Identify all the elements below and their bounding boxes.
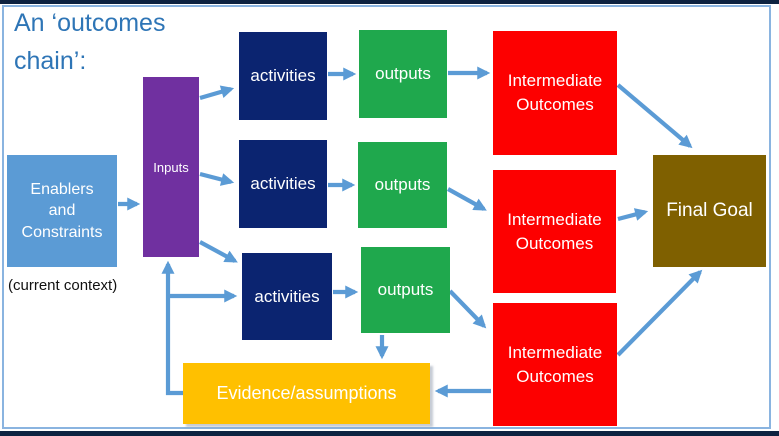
activities-box-1: activities <box>239 32 327 120</box>
enablers-constraints-label: Enablers and Constraints <box>21 180 103 241</box>
final-goal-label: Final Goal <box>666 200 753 221</box>
slide-title: An ‘outcomes chain’: <box>14 4 254 80</box>
final-goal-box: Final Goal <box>653 155 766 267</box>
title-line-2: chain’: <box>14 47 87 75</box>
intermediate-outcomes-box-2: Intermediate Outcomes <box>493 170 616 293</box>
activities-label-3: activities <box>254 286 320 306</box>
inputs-label: Inputs <box>153 159 189 175</box>
current-context-note: (current context) <box>8 277 118 294</box>
intermediate-outcomes-label-2: Intermediate Outcomes <box>507 209 602 253</box>
activities-label-2: activities <box>250 174 316 193</box>
activities-box-2: activities <box>239 140 327 228</box>
slide-border-frame <box>2 5 771 429</box>
bottom-edge-bar <box>0 431 779 436</box>
outputs-box-2: outputs <box>358 142 447 228</box>
outputs-label-1: outputs <box>375 64 431 83</box>
activities-box-3: activities <box>242 253 332 340</box>
intermediate-outcomes-box-3: Intermediate Outcomes <box>493 303 617 426</box>
outputs-box-1: outputs <box>359 30 447 118</box>
outputs-label-3: outputs <box>377 280 434 299</box>
evidence-assumptions-box: Evidence/assumptions <box>183 363 430 424</box>
top-edge-bar <box>0 0 779 4</box>
inputs-box: Inputs <box>143 77 199 257</box>
intermediate-outcomes-box-1: Intermediate Outcomes <box>493 31 617 155</box>
intermediate-outcomes-label-3: Intermediate Outcomes <box>507 342 603 386</box>
outputs-label-2: outputs <box>374 175 431 194</box>
evidence-assumptions-label: Evidence/assumptions <box>216 383 397 403</box>
outputs-box-3: outputs <box>361 247 450 333</box>
enablers-constraints-box: Enablers and Constraints <box>7 155 117 267</box>
activities-label-1: activities <box>250 66 316 85</box>
intermediate-outcomes-label-1: Intermediate Outcomes <box>507 71 603 114</box>
title-line-1: An ‘outcomes <box>14 9 166 37</box>
